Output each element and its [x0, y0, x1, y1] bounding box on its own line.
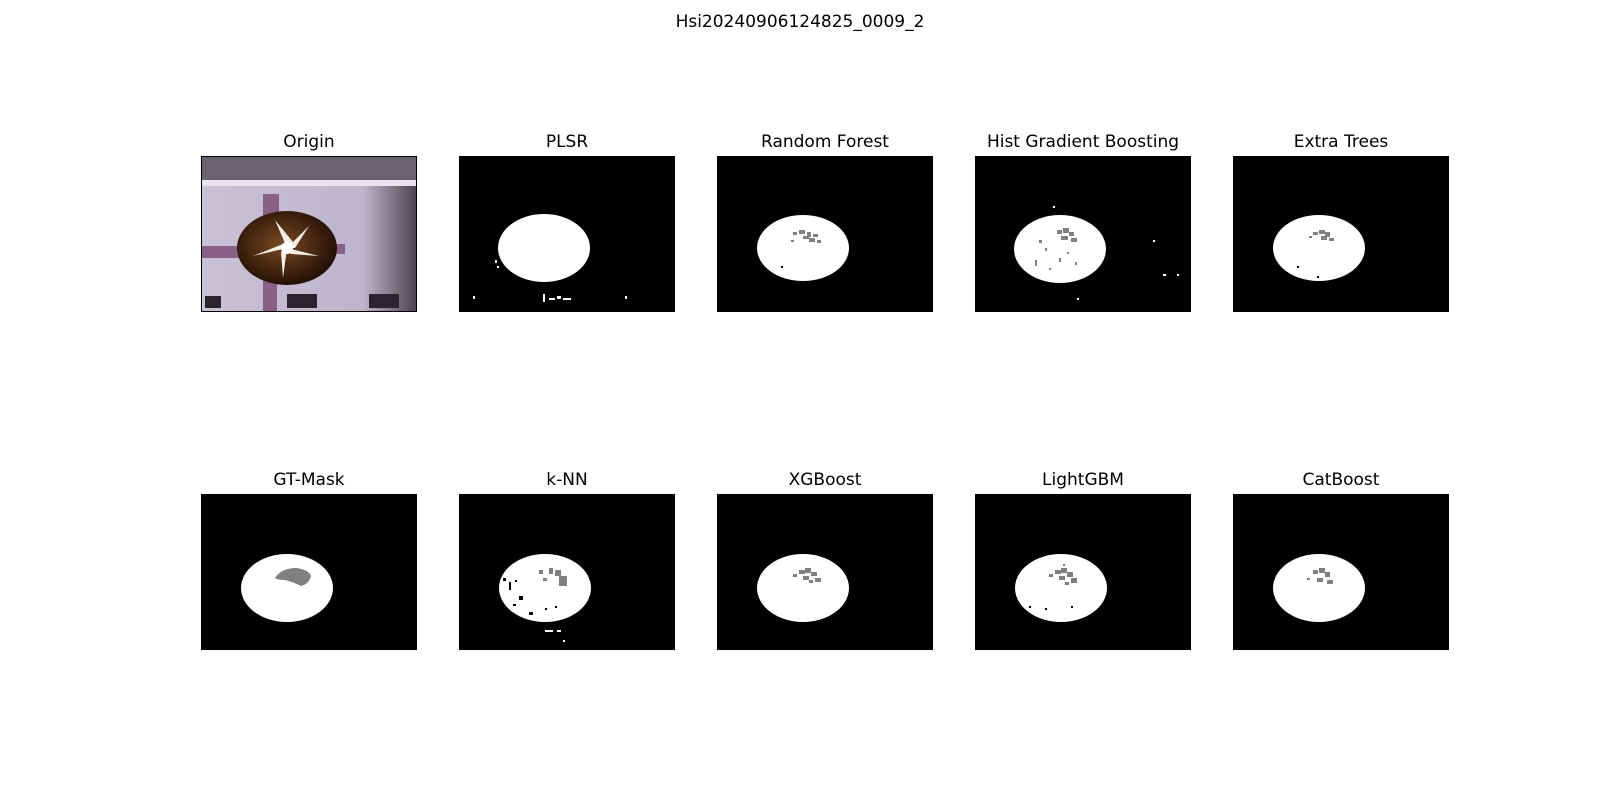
- panel-title: GT-Mask: [273, 470, 345, 490]
- gt-mask: [201, 494, 417, 650]
- panel-title: Origin: [283, 132, 335, 152]
- catboost-mask: [1233, 494, 1449, 650]
- panel-title: k-NN: [546, 470, 588, 490]
- hist-gradient-boosting-mask: [975, 156, 1191, 312]
- panel-title: Extra Trees: [1293, 132, 1389, 152]
- origin-photo: [201, 156, 417, 312]
- xgboost-mask: [717, 494, 933, 650]
- plsr-mask: [459, 156, 675, 312]
- panel-title: PLSR: [545, 132, 589, 152]
- panel-title: Hist Gradient Boosting: [986, 132, 1180, 152]
- lightgbm-mask: [975, 494, 1191, 650]
- panel-title: XGBoost: [788, 470, 862, 490]
- knn-mask: [459, 494, 675, 650]
- extra-trees-mask: [1233, 156, 1449, 312]
- panel-title: Random Forest: [761, 132, 889, 152]
- panel-title: CatBoost: [1302, 470, 1380, 490]
- figure-title: Hsi20240906124825_0009_2: [675, 12, 925, 32]
- panel-title: LightGBM: [1042, 470, 1124, 490]
- random-forest-mask: [717, 156, 933, 312]
